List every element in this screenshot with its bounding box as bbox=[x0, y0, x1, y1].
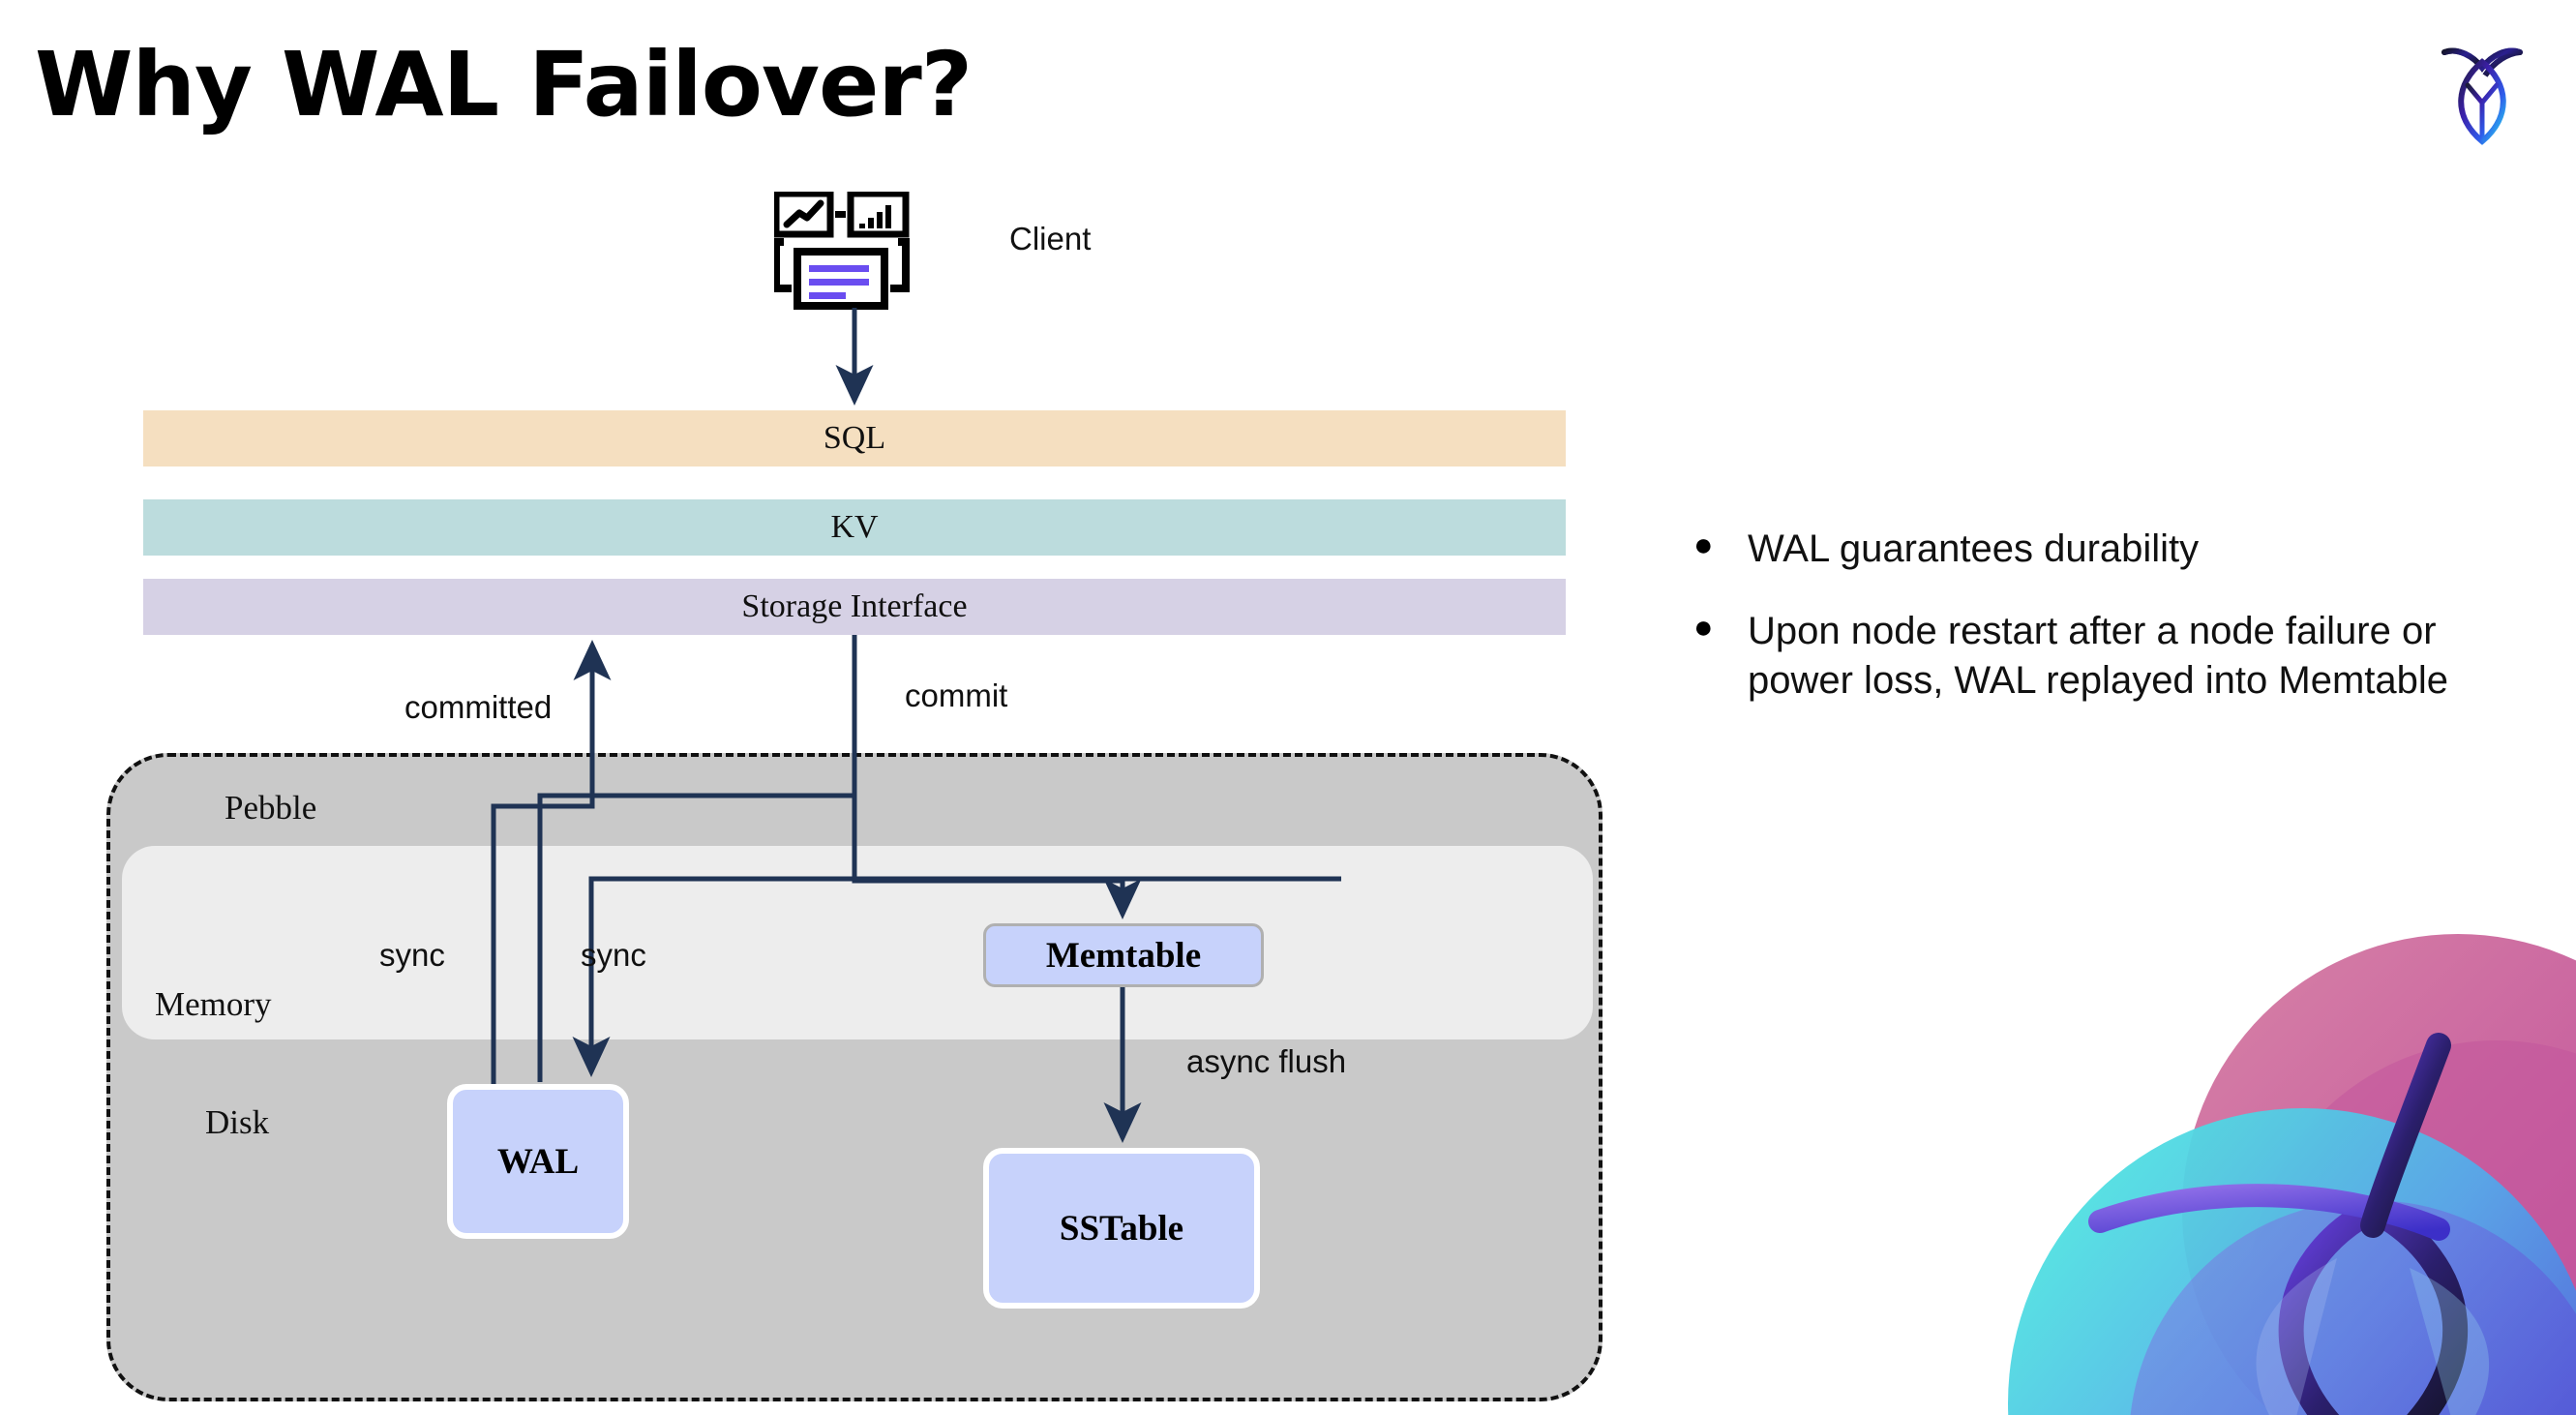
node-memtable-label: Memtable bbox=[1045, 935, 1202, 976]
cockroachdb-watermark-decoration bbox=[2008, 934, 2576, 1415]
memory-region bbox=[122, 846, 1593, 1039]
layer-bar-sql-label: SQL bbox=[823, 420, 886, 456]
edge-label-committed: committed bbox=[404, 689, 553, 725]
edge-label-async-flush: async flush bbox=[1186, 1043, 1347, 1079]
node-memtable[interactable]: Memtable bbox=[983, 923, 1264, 987]
layer-bar-storage-interface-label: Storage Interface bbox=[741, 588, 968, 624]
bullet-marker-icon: ● bbox=[1693, 609, 1714, 647]
memory-label: Memory bbox=[155, 985, 272, 1023]
node-wal[interactable]: WAL bbox=[447, 1084, 629, 1239]
list-item: ● WAL guarantees durability bbox=[1693, 525, 2516, 574]
disk-label: Disk bbox=[205, 1103, 270, 1141]
node-sstable-label: SSTable bbox=[1059, 1208, 1184, 1249]
node-sstable[interactable]: SSTable bbox=[983, 1148, 1260, 1309]
cockroachdb-logo-icon bbox=[2441, 47, 2523, 145]
bullet-list: ● WAL guarantees durability ● Upon node … bbox=[1693, 525, 2516, 739]
edge-label-sync-memtable: sync bbox=[581, 937, 646, 973]
layer-bar-kv[interactable]: KV bbox=[143, 499, 1566, 556]
layer-bar-sql[interactable]: SQL bbox=[143, 410, 1566, 467]
client-label: Client bbox=[1009, 221, 1092, 256]
edge-label-sync-storage: sync bbox=[379, 937, 445, 973]
bullet-marker-icon: ● bbox=[1693, 527, 1714, 563]
edge-label-commit: commit bbox=[905, 677, 1008, 713]
list-item: ● Upon node restart after a node failure… bbox=[1693, 607, 2516, 706]
layer-bar-storage-interface[interactable]: Storage Interface bbox=[143, 579, 1566, 635]
page-title: Why WAL Failover? bbox=[35, 33, 973, 136]
node-wal-label: WAL bbox=[496, 1141, 580, 1182]
client-dashboard-icon bbox=[774, 192, 910, 310]
layer-bar-kv-label: KV bbox=[830, 509, 879, 545]
pebble-label: Pebble bbox=[225, 789, 317, 827]
bullet-text: WAL guarantees durability bbox=[1748, 527, 2200, 570]
bullet-text: Upon node restart after a node failure o… bbox=[1748, 610, 2449, 703]
